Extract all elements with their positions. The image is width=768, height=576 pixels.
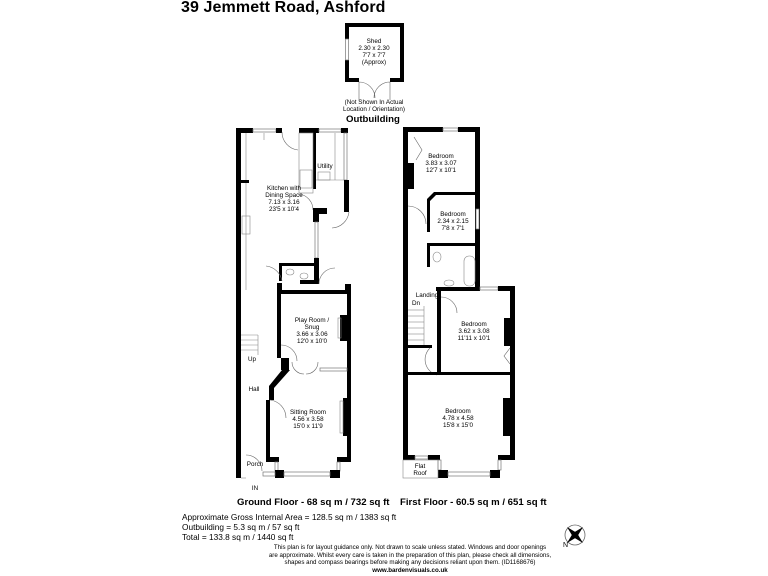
staircase-ground [241,334,259,355]
compass-rose-icon [564,524,586,546]
bedroom4-imperial: 15'8 x 15'0 [443,422,474,429]
kitchen-label-1: Kitchen with [267,185,301,192]
playroom-imperial: 12'0 x 10'0 [297,338,328,345]
shed-note-1: (Not Shown In Actual [345,99,404,106]
utility-label: Utility [317,163,333,170]
bedroom2-imperial: 7'8 x 7'1 [441,225,465,232]
kitchen-label-2: Dining Space [265,192,303,199]
disclaimer: This plan is for layout guidance only. N… [200,544,620,574]
shed-metric: 2.30 x 2.30 [358,45,390,52]
playroom-label-1: Play Room / [295,317,330,324]
gross-area: Approximate Gross Internal Area = 128.5 … [182,512,397,522]
shed-label: Shed [367,38,382,45]
outbuilding-heading: Outbuilding [346,114,400,125]
hall-label: Hall [249,386,260,393]
staircase-first [408,306,425,345]
kitchen-metric: 7.13 x 3.16 [268,199,300,206]
shed-outbuilding [345,23,404,100]
compass-north-label: N [563,542,568,549]
flat-roof-label-2: Roof [413,470,427,477]
kitchen-imperial: 23'5 x 10'4 [269,206,300,213]
bedroom1-metric: 3.83 x 3.07 [425,160,457,167]
bedroom1-imperial: 12'7 x 10'1 [426,167,457,174]
first-floor-plan [402,127,515,479]
ground-floor-heading: Ground Floor - 68 sq m / 732 sq ft [237,497,390,508]
disclaimer-line-2: are approximate. Whilst every care is ta… [268,551,552,559]
disclaimer-line-3: shapes and compass bearings before makin… [284,559,536,567]
sitting-room-imperial: 15'0 x 11'9 [293,423,323,430]
playroom-metric: 3.66 x 3.06 [296,331,328,338]
bedroom4-label: Bedroom [445,408,471,415]
shed-imperial: 7'7 x 7'7 [362,52,386,59]
bedroom3-label: Bedroom [461,321,487,328]
ground-floor-plan [236,128,351,479]
website-link[interactable]: www.bardenvisuals.co.uk [372,566,448,574]
shed-approx: (Approx) [362,59,386,66]
stairs-down-label: Dn [412,300,421,307]
shed-note-2: Location / Orientation) [343,106,405,113]
bedroom3-metric: 3.62 x 3.08 [458,328,490,335]
sitting-room-label: Sitting Room [290,409,326,416]
first-floor-heading: First Floor - 60.5 sq m / 651 sq ft [400,497,547,508]
bedroom3-imperial: 11'11 x 10'1 [458,335,491,342]
entrance-in-label: IN [252,485,259,492]
landing-label: Landing [416,292,439,299]
bedroom1-label: Bedroom [428,153,454,160]
porch-label: Porch [247,461,264,468]
total-area: Total = 133.8 sq m / 1440 sq ft [182,532,294,542]
stairs-up-label: Up [248,356,257,363]
property-title: 39 Jemmett Road, Ashford [181,0,386,16]
bedroom4-metric: 4.78 x 4.58 [442,415,474,422]
outbuilding-area: Outbuilding = 5.3 sq m / 57 sq ft [182,522,300,532]
bedroom2-label: Bedroom [440,211,466,218]
playroom-label-2: Snug [305,324,320,331]
bedroom2-metric: 2.34 x 2.15 [437,218,469,225]
sitting-room-metric: 4.56 x 3.58 [292,416,324,423]
flat-roof-label-1: Flat [415,463,426,470]
disclaimer-line-1: This plan is for layout guidance only. N… [273,544,547,551]
